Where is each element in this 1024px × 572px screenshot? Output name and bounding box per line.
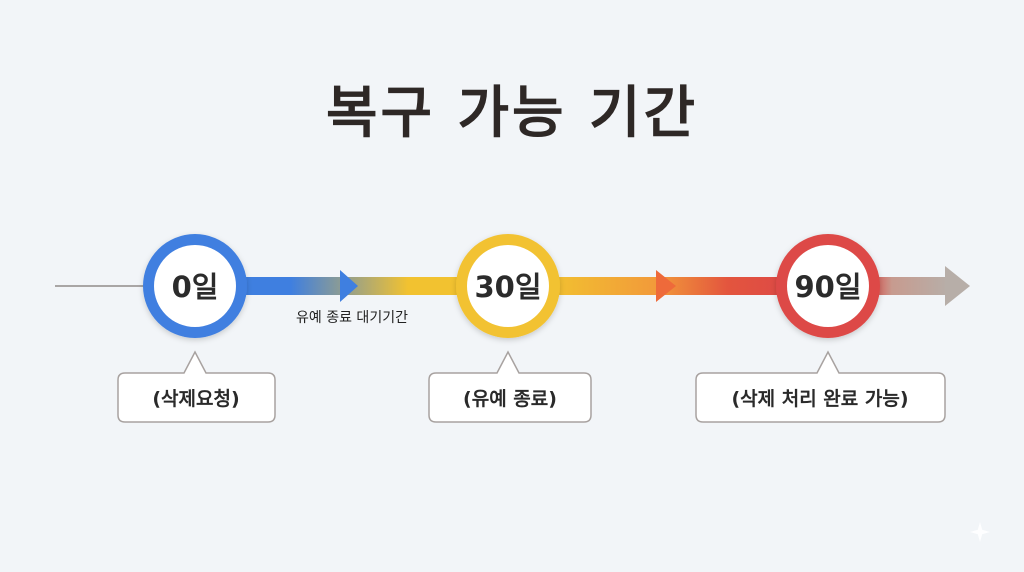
arrow-head-icon bbox=[656, 270, 676, 302]
page-title: 복구 가능 기간 bbox=[325, 81, 699, 146]
callout-text: (삭제요청) bbox=[152, 388, 239, 410]
milestone-90: 90일 bbox=[776, 234, 880, 338]
callout-deletion-complete: (삭제 처리 완료 가능) bbox=[695, 350, 946, 423]
callout-grace-end: (유예 종료) bbox=[428, 350, 592, 423]
milestone-label: 30일 bbox=[474, 270, 541, 304]
callout-text: (삭제 처리 완료 가능) bbox=[731, 388, 908, 410]
connector-segment bbox=[868, 277, 948, 295]
arrow-head-icon bbox=[945, 266, 970, 306]
milestone-30: 30일 bbox=[456, 234, 560, 338]
sparkle-icon bbox=[970, 522, 990, 542]
grace-period-caption: 유예 종료 대기기간 bbox=[296, 310, 408, 326]
milestone-label: 90일 bbox=[794, 270, 861, 304]
callout-text: (유예 종료) bbox=[463, 388, 557, 410]
arrow-head-icon bbox=[340, 270, 358, 302]
callout-delete-request: (삭제요청) bbox=[117, 350, 276, 423]
milestone-label: 0일 bbox=[172, 270, 219, 304]
milestone-0: 0일 bbox=[143, 234, 247, 338]
